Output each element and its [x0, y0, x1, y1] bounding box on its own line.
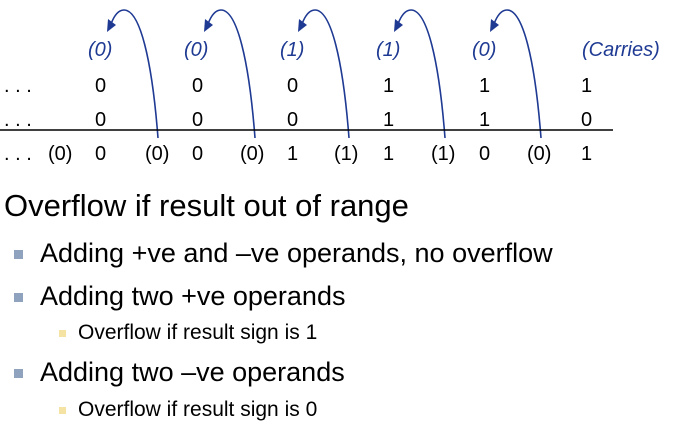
carry-arrow-4 [397, 9, 446, 139]
bullet-text: Adding two +ve operands [40, 281, 346, 311]
result-bit-3: 1 [287, 143, 298, 165]
sub-bullet-square-icon [59, 407, 66, 414]
operand-row-1: . . . 0 0 0 1 1 1 [4, 75, 592, 97]
carry-5: (0) [472, 39, 496, 61]
result-bit-5: 0 [479, 143, 490, 165]
result-carry-3: (0) [240, 143, 264, 165]
carry-addition-diagram: (0) (0) (1) (1) (0) (Carries) . . . 0 0 … [0, 9, 660, 165]
sub-bullet-square-icon [59, 330, 66, 337]
bullet-square-icon [14, 250, 23, 259]
carry-4: (1) [376, 39, 400, 61]
result-carry-4: (1) [334, 143, 358, 165]
operand-row-2: . . . 0 0 0 1 1 0 [4, 109, 592, 131]
sub-bullet-positive-overflow: Overflow if result sign is 1 [59, 319, 318, 347]
bullet-mixed-operands: Adding +ve and –ve operands, no overflow [14, 236, 553, 270]
carry-arrow-1 [110, 9, 159, 139]
row2-bit-1: 0 [95, 109, 106, 131]
result-bit-6: 1 [581, 143, 592, 165]
row1-bit-6: 1 [581, 75, 592, 97]
carry-arrow-5 [493, 9, 542, 139]
bullet-text: Adding +ve and –ve operands, no overflow [40, 238, 553, 268]
result-bit-2: 0 [192, 143, 203, 165]
bullet-square-icon [14, 293, 23, 302]
bullet-square-icon [14, 369, 23, 378]
carries-label: (Carries) [582, 39, 660, 61]
row1-bit-5: 1 [479, 75, 490, 97]
sub-bullet-text: Overflow if result sign is 1 [78, 321, 318, 344]
row1-bit-2: 0 [192, 75, 203, 97]
carries-row: (0) (0) (1) (1) (0) (Carries) [88, 39, 660, 61]
result-row: . . . (0) 0 (0) 0 (0) 1 (1) 1 (1) 0 (0) … [4, 143, 592, 165]
bullet-two-negative: Adding two –ve operands [14, 355, 345, 389]
row2-bit-2: 0 [192, 109, 203, 131]
arrowhead-4 [394, 19, 403, 32]
carry-3: (1) [280, 39, 304, 61]
sub-bullet-negative-overflow: Overflow if result sign is 0 [59, 396, 318, 424]
overflow-heading: Overflow if result out of range [4, 188, 409, 223]
row1-bit-3: 0 [287, 75, 298, 97]
arrowhead-2 [204, 19, 213, 32]
carry-2: (0) [184, 39, 208, 61]
row1-bit-1: 0 [95, 75, 106, 97]
arrowhead-3 [298, 19, 307, 32]
row2-bit-6: 0 [581, 109, 592, 131]
carry-arrow-3 [301, 9, 350, 139]
bullet-two-positive: Adding two +ve operands [14, 279, 346, 313]
arrowhead-5 [490, 19, 499, 32]
result-bit-4: 1 [383, 143, 394, 165]
carry-arrow-2 [207, 9, 256, 139]
result-carry-5: (1) [431, 143, 455, 165]
carry-arrows [107, 9, 542, 139]
result-carry-1: (0) [48, 143, 72, 165]
result-carry-2: (0) [145, 143, 169, 165]
sub-bullet-text: Overflow if result sign is 0 [78, 398, 318, 421]
row1-bit-4: 1 [383, 75, 394, 97]
bullet-text: Adding two –ve operands [40, 357, 345, 387]
ellipsis-row-2: . . . [4, 109, 32, 131]
result-bit-1: 0 [95, 143, 106, 165]
carry-1: (0) [88, 39, 112, 61]
ellipsis-result: . . . [4, 143, 32, 165]
row2-bit-4: 1 [383, 109, 394, 131]
row2-bit-3: 0 [287, 109, 298, 131]
row2-bit-5: 1 [479, 109, 490, 131]
result-carry-6: (0) [527, 143, 551, 165]
arrowhead-1 [107, 19, 116, 32]
ellipsis-row-1: . . . [4, 75, 32, 97]
